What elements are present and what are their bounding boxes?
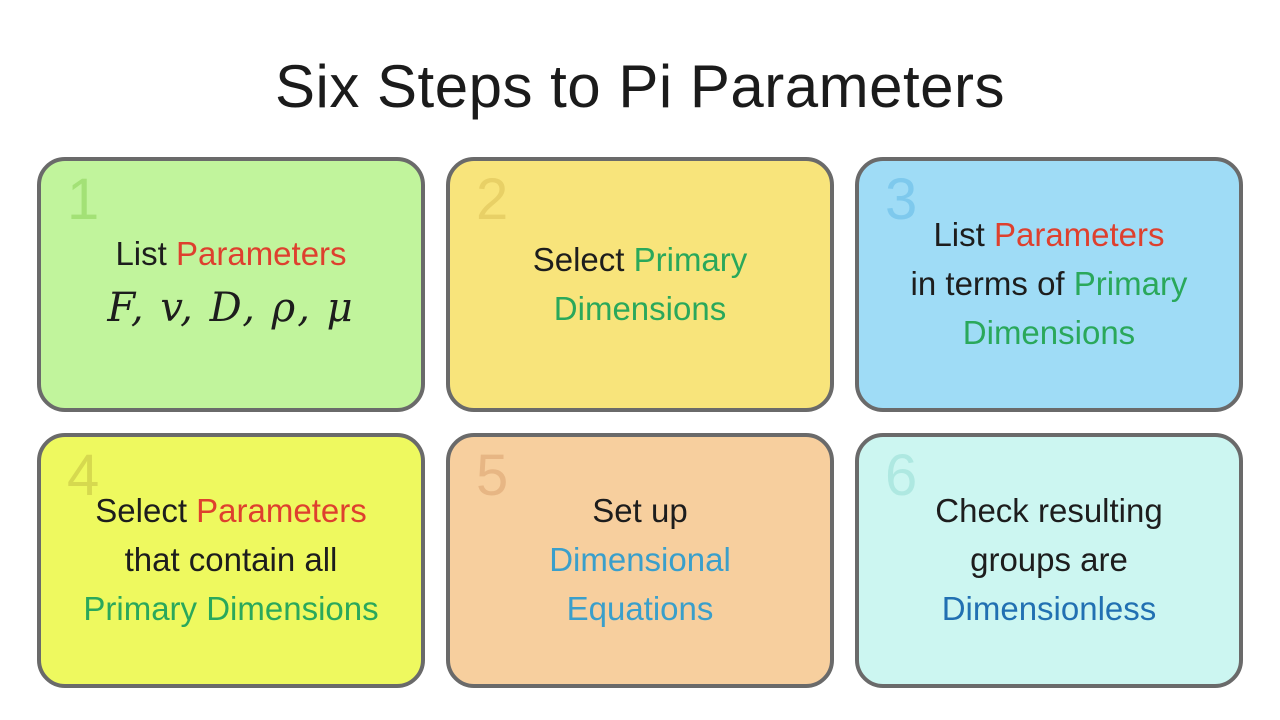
- step-text-segment: Dimensions: [962, 313, 1136, 351]
- step-text-segment: Parameters: [175, 235, 347, 273]
- step-text-line: in terms of Primary: [911, 260, 1188, 309]
- step-text-line: Dimensional: [549, 536, 731, 585]
- step-text-line: Primary Dimensions: [83, 585, 378, 634]
- step-number: 6: [885, 443, 918, 508]
- step-text-line: Equations: [549, 585, 731, 634]
- step-text-line: List Parameters: [911, 211, 1188, 260]
- step-number: 2: [476, 167, 509, 232]
- step-text-segment: groups are: [970, 541, 1128, 579]
- step-number: 3: [885, 167, 918, 232]
- step-text-segment: Select: [95, 492, 197, 530]
- step-number: 5: [476, 443, 509, 508]
- step-text-segment: Dimensional: [549, 541, 731, 579]
- step-card-1: 1 List Parameters F, v, D, ρ, μ: [37, 157, 425, 412]
- step-text-segment: Check resulting: [935, 492, 1163, 530]
- step-text-segment: Select: [532, 240, 634, 278]
- step-text-line: Select Parameters: [83, 487, 378, 536]
- step-text-line: Dimensions: [533, 285, 748, 334]
- step-text-segment: Equations: [566, 589, 714, 627]
- steps-grid: 1 List Parameters F, v, D, ρ, μ 2 Select …: [37, 157, 1243, 688]
- step-text-segment: Dimensions: [553, 289, 727, 327]
- step-text-segment: Dimensionless: [941, 589, 1157, 627]
- step-text-segment: that contain all: [124, 541, 338, 579]
- step-text-line: List Parameters: [107, 230, 354, 279]
- step-text-segment: Primary: [1073, 265, 1188, 303]
- step-text-line: groups are: [935, 536, 1162, 585]
- page-title: Six Steps to Pi Parameters: [275, 53, 1005, 120]
- step-text-line: F, v, D, ρ, μ: [107, 279, 354, 338]
- step-text-segment: List: [115, 235, 176, 273]
- step-text-segment: List: [933, 216, 994, 254]
- step-text-segment: Parameters: [196, 492, 367, 530]
- step-text-line: Check resulting: [935, 487, 1162, 536]
- step-text-line: that contain all: [83, 536, 378, 585]
- step-text-line: Set up: [549, 487, 731, 536]
- step-text-line: Dimensionless: [935, 585, 1162, 634]
- step-text: List Parameters F, v, D, ρ, μ: [107, 230, 354, 338]
- step-text-line: Select Primary: [533, 236, 748, 285]
- step-text-segment: Primary Dimensions: [83, 589, 379, 627]
- step-text-line: Dimensions: [911, 309, 1188, 358]
- step-number: 1: [67, 167, 100, 232]
- step-text-segment: Primary: [633, 240, 748, 278]
- step-text-segment: Set up: [592, 492, 688, 530]
- step-number: 4: [67, 443, 100, 508]
- formula-text: F, v, D, ρ, μ: [107, 285, 355, 332]
- step-text-segment: in terms of: [910, 265, 1074, 303]
- step-text-segment: Parameters: [993, 216, 1165, 254]
